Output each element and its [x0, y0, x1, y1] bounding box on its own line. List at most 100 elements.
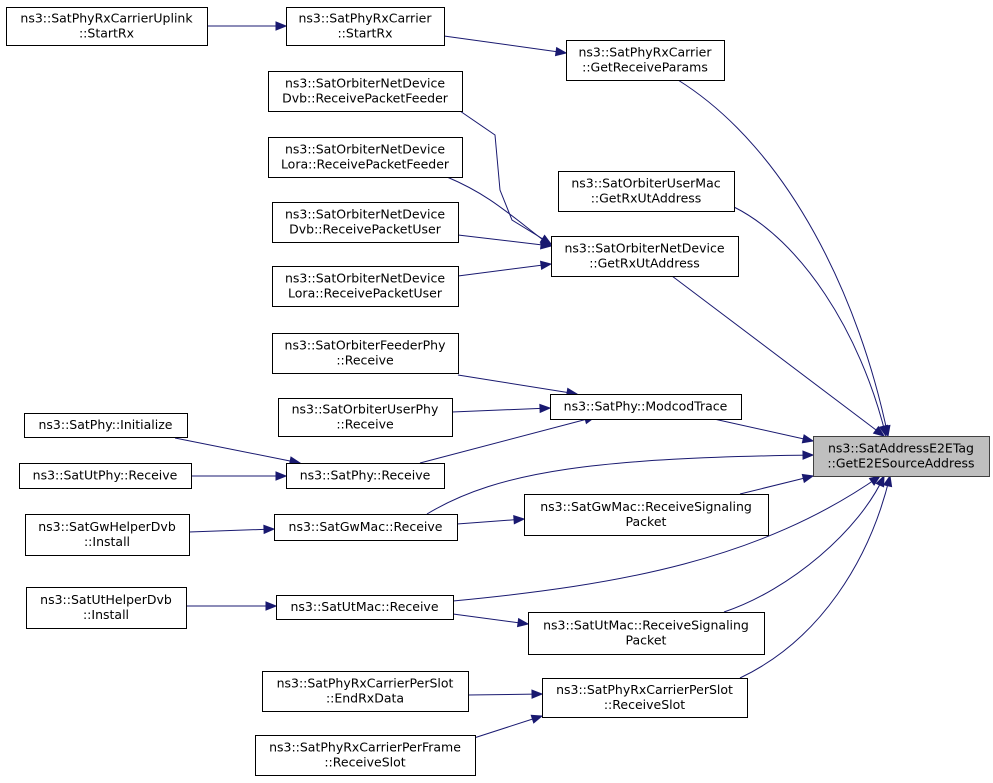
edge-line [733, 206, 887, 437]
edge-line [671, 275, 885, 437]
node-label-line-1: ns3::SatOrbiterNetDevice [285, 142, 445, 157]
edge-line [457, 234, 552, 247]
arrowhead-icon [531, 689, 544, 699]
node-label-line-1: ns3::SatGwHelperDvb [38, 519, 176, 534]
node-label-line-1: ns3::SatPhyRxCarrierPerSlot [556, 682, 733, 697]
node-box [524, 494, 769, 536]
edge-uthelperdvb_install-to-utmac_receive [186, 601, 278, 611]
node-orbiter-lora-user[interactable]: ns3::SatOrbiterNetDeviceLora::ReceivePac… [272, 266, 459, 307]
node-utmac-receive[interactable]: ns3::SatUtMac::Receive [276, 595, 454, 620]
edge-line [713, 418, 814, 442]
edge-line [459, 110, 552, 245]
edge-perslot_receiveslot-to-target [739, 474, 893, 679]
node-satphy-modcodtrace[interactable]: ns3::SatPhy::ModcodTrace [550, 394, 742, 420]
edge-line [188, 528, 275, 533]
arrowhead-icon [539, 403, 552, 414]
node-box [268, 71, 463, 112]
edges [174, 21, 893, 739]
node-perslot-endrxdata[interactable]: ns3::SatPhyRxCarrierPerSlot::EndRxData [262, 671, 469, 712]
node-label-line-2: ::StartRx [337, 26, 392, 41]
node-label-line-2: Lora::ReceivePacketUser [288, 286, 443, 301]
arrowhead-icon [878, 424, 889, 438]
node-orbiter-lora-feeder[interactable]: ns3::SatOrbiterNetDeviceLora::ReceivePac… [268, 137, 463, 178]
node-label-line-1: ns3::SatPhyRxCarrier [579, 45, 713, 60]
node-label-line-2: Dvb::ReceivePacketUser [289, 222, 442, 237]
node-orbiter-usermac-getrxut[interactable]: ns3::SatOrbiterUserMac::GetRxUtAddress [558, 171, 735, 212]
node-label-line-2: Packet [626, 514, 667, 529]
edge-line [467, 693, 543, 696]
nodes: ns3::SatAddressE2ETag::GetE2ESourceAddre… [6, 7, 990, 776]
node-box [286, 463, 445, 489]
node-orbiter-feederphy-receive[interactable]: ns3::SatOrbiterFeederPhy::Receive [272, 333, 459, 374]
node-orbiter-userphy-receive[interactable]: ns3::SatOrbiterUserPhy::Receive [278, 398, 453, 437]
node-label-line-1: ns3::SatPhyRxCarrierPerSlot [277, 676, 454, 691]
node-box [26, 587, 187, 629]
arrowhead-icon [275, 471, 288, 481]
node-carrier-startrx[interactable]: ns3::SatPhyRxCarrier::StartRx [286, 7, 445, 46]
node-box [24, 413, 188, 438]
node-carrier-uplink-startrx[interactable]: ns3::SatPhyRxCarrierUplink::StartRx [6, 7, 208, 46]
edge-orbiter_netdevice_getrxut-to-target [671, 275, 886, 437]
node-label-line-1: ns3::SatUtPhy::Receive [33, 468, 178, 483]
node-label-line-1: ns3::SatPhyRxCarrierPerFrame [269, 740, 461, 755]
node-label-line-2: ::GetReceiveParams [582, 60, 708, 75]
arrowhead-icon [868, 475, 882, 486]
node-label-line-2: ::GetRxUtAddress [589, 256, 700, 271]
edge-orbiter_usermac_getrxut-to-target [733, 206, 889, 438]
node-satphy-receive[interactable]: ns3::SatPhy::Receive [286, 463, 445, 489]
node-target[interactable]: ns3::SatAddressE2ETag::GetE2ESourceAddre… [813, 436, 990, 477]
arrowhead-icon [801, 434, 815, 444]
arrowhead-icon [513, 515, 526, 525]
node-gwmac-receive[interactable]: ns3::SatGwMac::Receive [274, 514, 458, 541]
edge-utmac_receive-to-target [452, 475, 882, 602]
arrowhead-icon [263, 524, 276, 535]
edge-perslot_endrxdata-to-perslot_receiveslot [467, 689, 544, 699]
node-box [558, 171, 735, 212]
edge-line [739, 475, 891, 679]
node-orbiter-dvb-user[interactable]: ns3::SatOrbiterNetDeviceDvb::ReceivePack… [272, 202, 459, 243]
node-box [550, 394, 742, 420]
node-label-line-1: ns3::SatPhy::Initialize [39, 417, 173, 432]
edge-orbiter_dvb_user-to-orbiter_netdevice_getrxut [457, 234, 553, 250]
node-label-line-1: ns3::SatPhyRxCarrier [299, 11, 433, 26]
edge-line [739, 475, 814, 495]
node-uthelperdvb-install[interactable]: ns3::SatUtHelperDvb::Install [26, 587, 187, 629]
node-label-line-2: ::Receive [336, 353, 394, 368]
arrowhead-icon [801, 473, 815, 484]
node-satutphy-receive[interactable]: ns3::SatUtPhy::Receive [19, 463, 192, 489]
arrowhead-icon [516, 617, 530, 628]
node-box [255, 735, 476, 776]
node-label-line-1: ns3::SatPhy::Receive [300, 468, 431, 483]
node-label-line-2: ::GetRxUtAddress [591, 191, 702, 206]
edge-gwmac_receive-to-target [426, 450, 815, 515]
node-satphy-initialize[interactable]: ns3::SatPhy::Initialize [24, 413, 188, 438]
edge-line [452, 475, 881, 602]
edge-line [452, 613, 529, 625]
node-orbiter-netdevice-getrxut[interactable]: ns3::SatOrbiterNetDevice::GetRxUtAddress [551, 236, 739, 277]
node-gwhelperdvb-install[interactable]: ns3::SatGwHelperDvb::Install [25, 514, 190, 556]
node-box [566, 40, 725, 81]
node-label-line-1: ns3::SatGwMac::ReceiveSignaling [540, 499, 752, 514]
node-label-line-1: ns3::SatOrbiterFeederPhy [285, 338, 447, 353]
node-box [268, 137, 463, 178]
edge-line [443, 35, 567, 54]
node-label-line-1: ns3::SatAddressE2ETag [828, 441, 974, 456]
node-label-line-1: ns3::SatOrbiterNetDevice [285, 271, 445, 286]
node-perslot-receiveslot[interactable]: ns3::SatPhyRxCarrierPerSlot::ReceiveSlot [542, 678, 748, 718]
node-label-line-2: Packet [626, 633, 667, 648]
edge-orbiter_lora_user-to-orbiter_netdevice_getrxut [457, 260, 553, 277]
arrowhead-icon [802, 450, 815, 460]
edge-orbiter_dvb_feeder-to-orbiter_netdevice_getrxut [459, 110, 553, 245]
edge-line [677, 79, 889, 437]
node-carrier-getreceiveparams[interactable]: ns3::SatPhyRxCarrier::GetReceiveParams [566, 40, 725, 81]
node-box [25, 514, 190, 556]
node-box [528, 612, 765, 655]
node-label-line-2: ::Receive [336, 417, 394, 432]
node-perframe-receiveslot[interactable]: ns3::SatPhyRxCarrierPerFrame::ReceiveSlo… [255, 735, 476, 776]
node-orbiter-dvb-feeder[interactable]: ns3::SatOrbiterNetDeviceDvb::ReceivePack… [268, 71, 463, 112]
node-box [272, 202, 459, 243]
edge-line [456, 518, 525, 525]
